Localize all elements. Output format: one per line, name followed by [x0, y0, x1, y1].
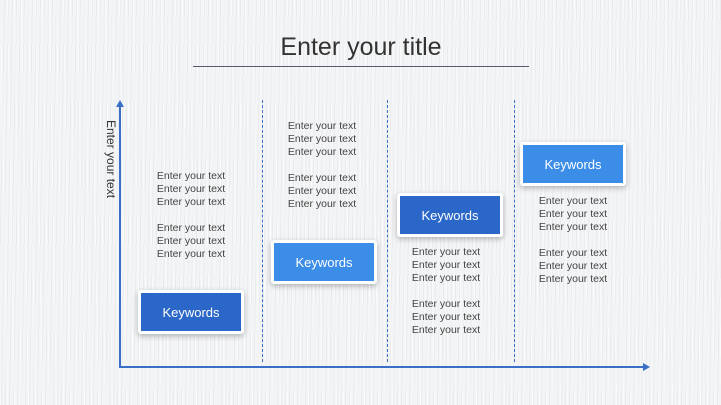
column-divider	[262, 100, 263, 362]
text-line: Enter your text	[411, 259, 481, 271]
text-line: Enter your text	[411, 298, 481, 310]
text-line: Enter your text	[538, 221, 608, 233]
step-1-keyword-box[interactable]: Keywords	[138, 290, 244, 334]
text-paragraph: Enter your text Enter your text Enter yo…	[518, 247, 628, 286]
text-paragraph: Enter your text Enter your text Enter yo…	[267, 172, 377, 211]
text-line: Enter your text	[538, 195, 608, 207]
step-3-text[interactable]: Enter your text Enter your text Enter yo…	[391, 246, 501, 337]
text-line: Enter your text	[156, 222, 226, 234]
text-line: Enter your text	[156, 196, 226, 208]
y-axis-line	[119, 106, 121, 368]
y-axis-arrow-icon	[116, 100, 124, 107]
text-line: Enter your text	[156, 235, 226, 247]
column-divider	[387, 100, 388, 362]
text-line: Enter your text	[156, 183, 226, 195]
step-3-keyword-box[interactable]: Keywords	[397, 193, 503, 237]
text-paragraph: Enter your text Enter your text Enter yo…	[518, 195, 628, 234]
text-paragraph: Enter your text Enter your text Enter yo…	[391, 298, 501, 337]
text-line: Enter your text	[538, 260, 608, 272]
y-axis-label[interactable]: Enter your text	[104, 120, 118, 199]
text-line: Enter your text	[287, 172, 357, 184]
text-line: Enter your text	[538, 247, 608, 259]
text-paragraph: Enter your text Enter your text Enter yo…	[136, 222, 246, 261]
text-line: Enter your text	[538, 273, 608, 285]
step-4-keyword-box[interactable]: Keywords	[520, 142, 626, 186]
text-paragraph: Enter your text Enter your text Enter yo…	[391, 246, 501, 285]
slide-title[interactable]: Enter your title	[280, 33, 442, 61]
text-line: Enter your text	[287, 133, 357, 145]
text-line: Enter your text	[287, 185, 357, 197]
text-line: Enter your text	[538, 208, 608, 220]
text-line: Enter your text	[411, 311, 481, 323]
text-line: Enter your text	[287, 120, 357, 132]
text-line: Enter your text	[411, 272, 481, 284]
text-line: Enter your text	[287, 146, 357, 158]
step-1-text[interactable]: Enter your text Enter your text Enter yo…	[136, 170, 246, 261]
text-paragraph: Enter your text Enter your text Enter yo…	[267, 120, 377, 159]
title-underline	[193, 66, 529, 67]
text-line: Enter your text	[411, 324, 481, 336]
x-axis-arrow-icon	[643, 363, 650, 371]
step-2-text[interactable]: Enter your text Enter your text Enter yo…	[267, 120, 377, 211]
text-line: Enter your text	[287, 198, 357, 210]
step-4-text[interactable]: Enter your text Enter your text Enter yo…	[518, 195, 628, 286]
x-axis-line	[119, 366, 644, 368]
step-2-keyword-box[interactable]: Keywords	[271, 240, 377, 284]
text-line: Enter your text	[156, 248, 226, 260]
text-line: Enter your text	[411, 246, 481, 258]
text-line: Enter your text	[156, 170, 226, 182]
text-paragraph: Enter your text Enter your text Enter yo…	[136, 170, 246, 209]
column-divider	[514, 100, 515, 362]
